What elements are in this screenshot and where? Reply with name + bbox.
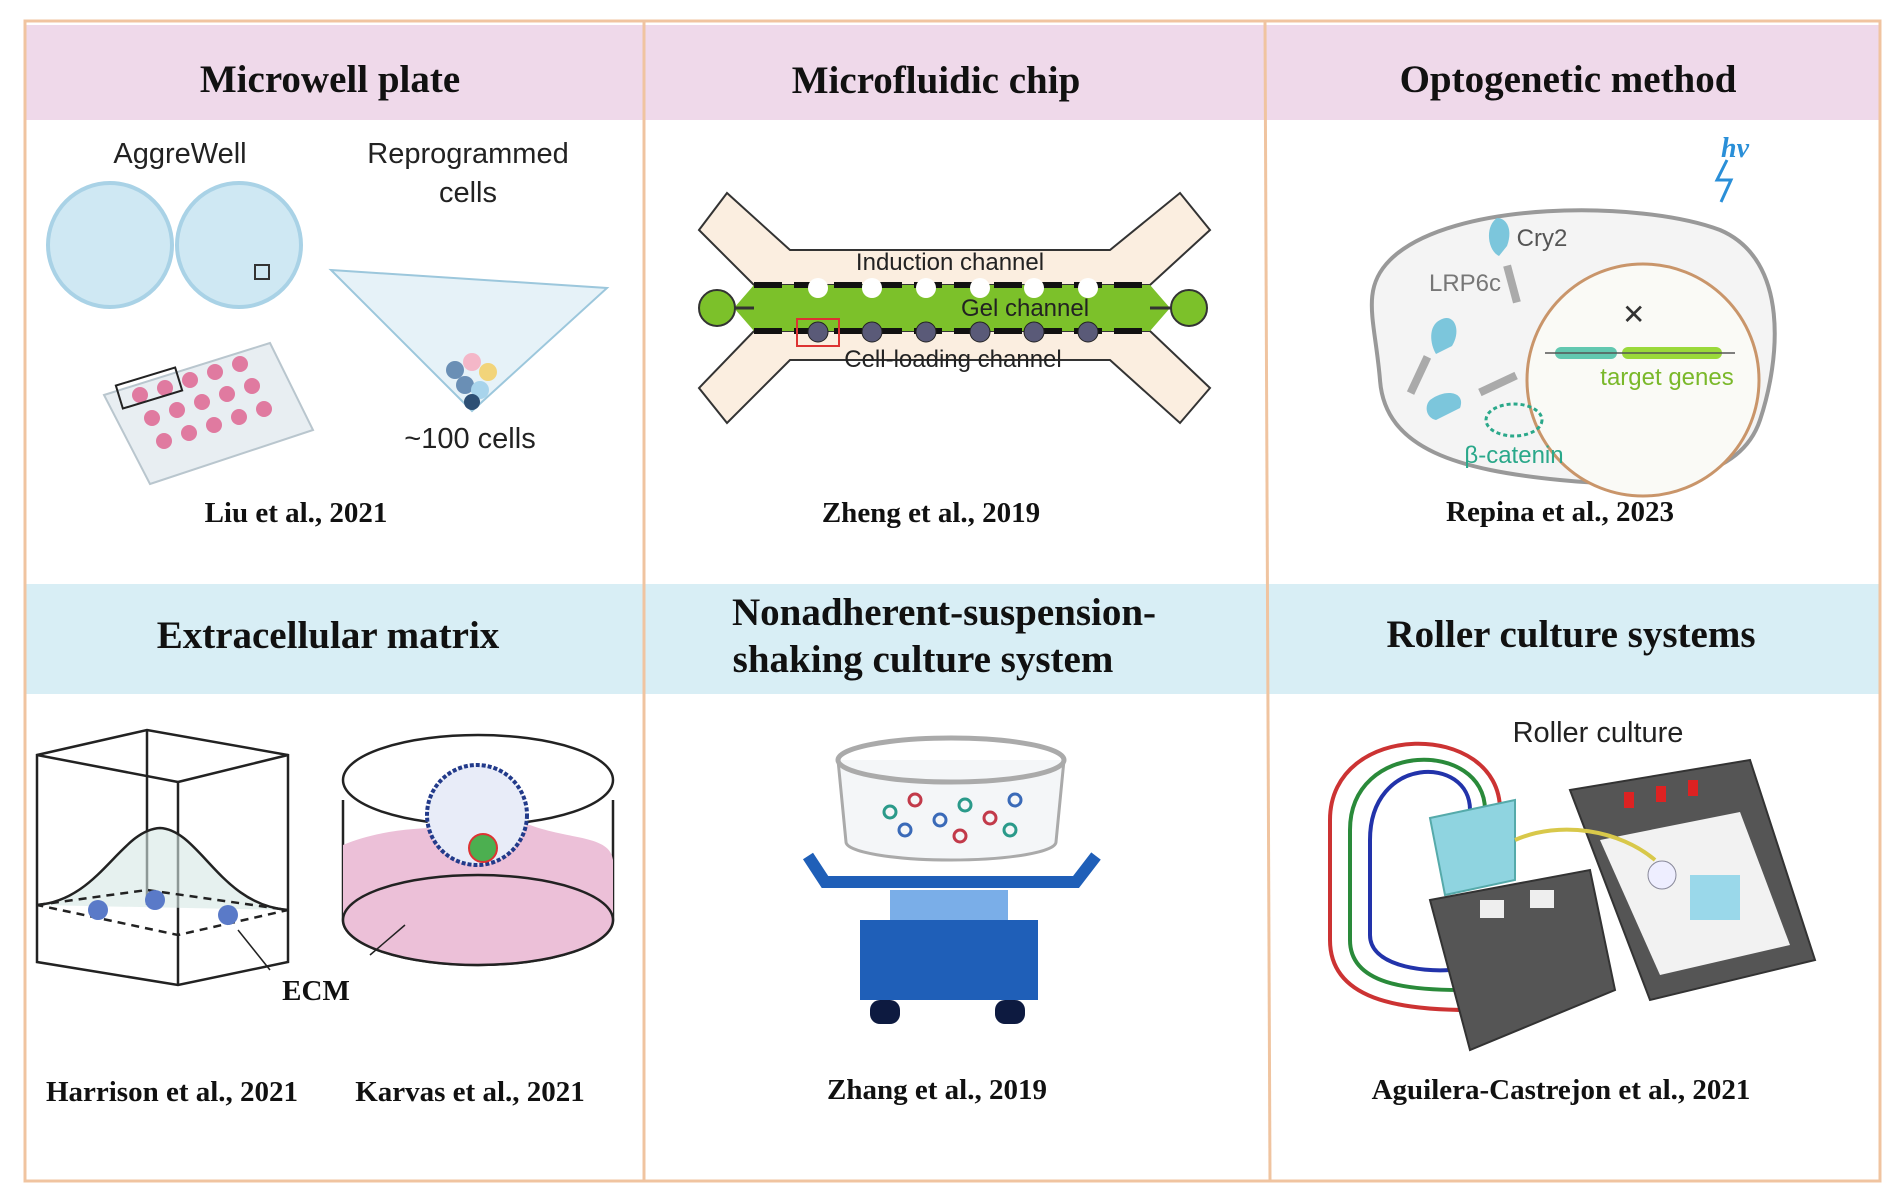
citation-aguilera: Aguilera-Castrejon et al., 2021 — [1372, 1074, 1751, 1106]
panel-title-optogenetic: Optogenetic method — [1400, 58, 1737, 101]
column-divider — [1263, 20, 1272, 1182]
panel-title-shaking-line1: Nonadherent-suspension- — [732, 591, 1156, 634]
panel-title-roller: Roller culture systems — [1387, 613, 1756, 656]
panel-title-shaking-line2: shaking culture system — [733, 638, 1114, 681]
label-lrp6c: LRP6c — [1429, 270, 1501, 297]
label-cell-count: ~100 cells — [404, 423, 535, 455]
citation-zheng: Zheng et al., 2019 — [822, 497, 1040, 529]
label-cry2: Cry2 — [1517, 225, 1568, 252]
label-gel-channel: Gel channel — [961, 295, 1089, 322]
label-ecm: ECM — [282, 975, 350, 1007]
outer-border — [23, 19, 1882, 1183]
roller-culture-illustration — [1328, 741, 1817, 1052]
bottom-header-band — [25, 584, 1880, 694]
label-target-genes: target genes — [1600, 364, 1733, 391]
citation-karvas: Karvas et al., 2021 — [355, 1076, 585, 1108]
citation-harrison: Harrison et al., 2021 — [46, 1076, 298, 1108]
microfluidic-chip-illustration — [697, 191, 1212, 425]
top-header-band — [25, 25, 1880, 120]
ecm-illustration — [35, 728, 615, 987]
panel-title-microwell: Microwell plate — [200, 58, 460, 101]
label-cells: cells — [439, 177, 497, 209]
label-reprogrammed: Reprogrammed — [367, 138, 568, 170]
panel-title-microfluidic: Microfluidic chip — [792, 59, 1081, 102]
citation-zhang: Zhang et al., 2019 — [827, 1074, 1047, 1106]
label-aggrewell: AggreWell — [113, 138, 246, 170]
svg-text:✕: ✕ — [1622, 298, 1645, 331]
panel-title-ecm: Extracellular matrix — [157, 614, 500, 657]
citation-repina: Repina et al., 2023 — [1446, 496, 1674, 528]
citation-liu: Liu et al., 2021 — [205, 497, 388, 529]
optogenetic-cell-illustration: ✕ — [1369, 159, 1777, 498]
label-beta-catenin: β-catenin — [1464, 442, 1563, 469]
shaking-culture-illustration — [802, 735, 1101, 1024]
label-induction-channel: Induction channel — [856, 249, 1044, 276]
label-light: hv — [1721, 133, 1750, 164]
label-roller-culture: Roller culture — [1513, 717, 1684, 749]
label-cell-loading-channel: Cell-loading channel — [844, 346, 1061, 373]
microwell-illustration — [46, 181, 610, 486]
